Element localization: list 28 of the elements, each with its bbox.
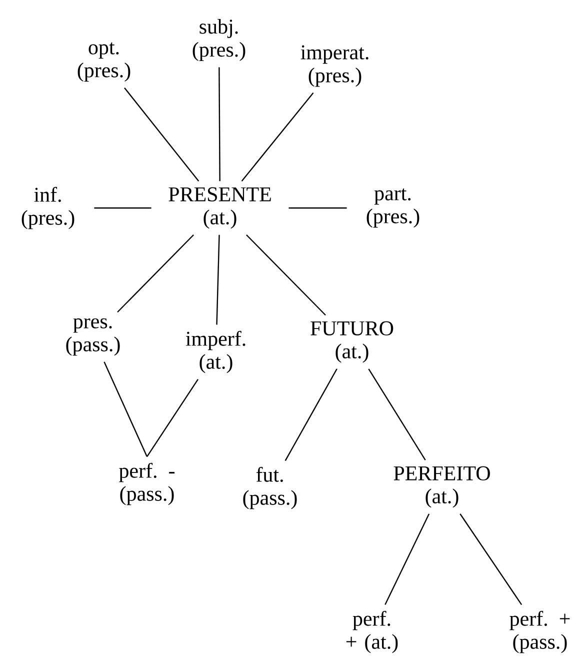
term-label: opt. (pres.) <box>78 42 130 82</box>
connector-line <box>384 514 430 605</box>
connector-line <box>216 234 220 325</box>
connector-line <box>288 207 347 209</box>
connector-line <box>218 67 220 182</box>
term-label: PRESENTE (at.) <box>168 187 271 229</box>
connector-line <box>124 87 200 182</box>
connector-line <box>146 379 198 457</box>
term-label: imperat. (pres.) <box>300 45 368 87</box>
term-label: inf. (pres.) <box>22 186 74 230</box>
term-label: fut. (pass.) <box>243 466 297 510</box>
term-label: PERFEITO (at.) <box>394 466 490 508</box>
connector-line <box>460 514 522 606</box>
term-label: pres. (pass.) <box>66 318 120 356</box>
term-label: part. (pres.) <box>366 188 420 228</box>
connector-line <box>284 368 338 461</box>
term-label: FUTURO (at.) <box>310 321 394 363</box>
connector-line <box>104 362 148 457</box>
term-label: perf. + (at.) <box>346 610 398 654</box>
term-label: subj. (pres.) <box>192 18 246 62</box>
connector-line <box>246 234 326 316</box>
connector-line <box>241 92 314 182</box>
term-label: perf. - (pass.) <box>119 462 175 506</box>
term-label: imperf. (at.) <box>186 330 246 374</box>
term-label: perf. + (pass.) <box>510 610 570 654</box>
connector-line <box>94 207 152 209</box>
connector-line <box>117 234 194 313</box>
connector-line <box>368 368 426 460</box>
